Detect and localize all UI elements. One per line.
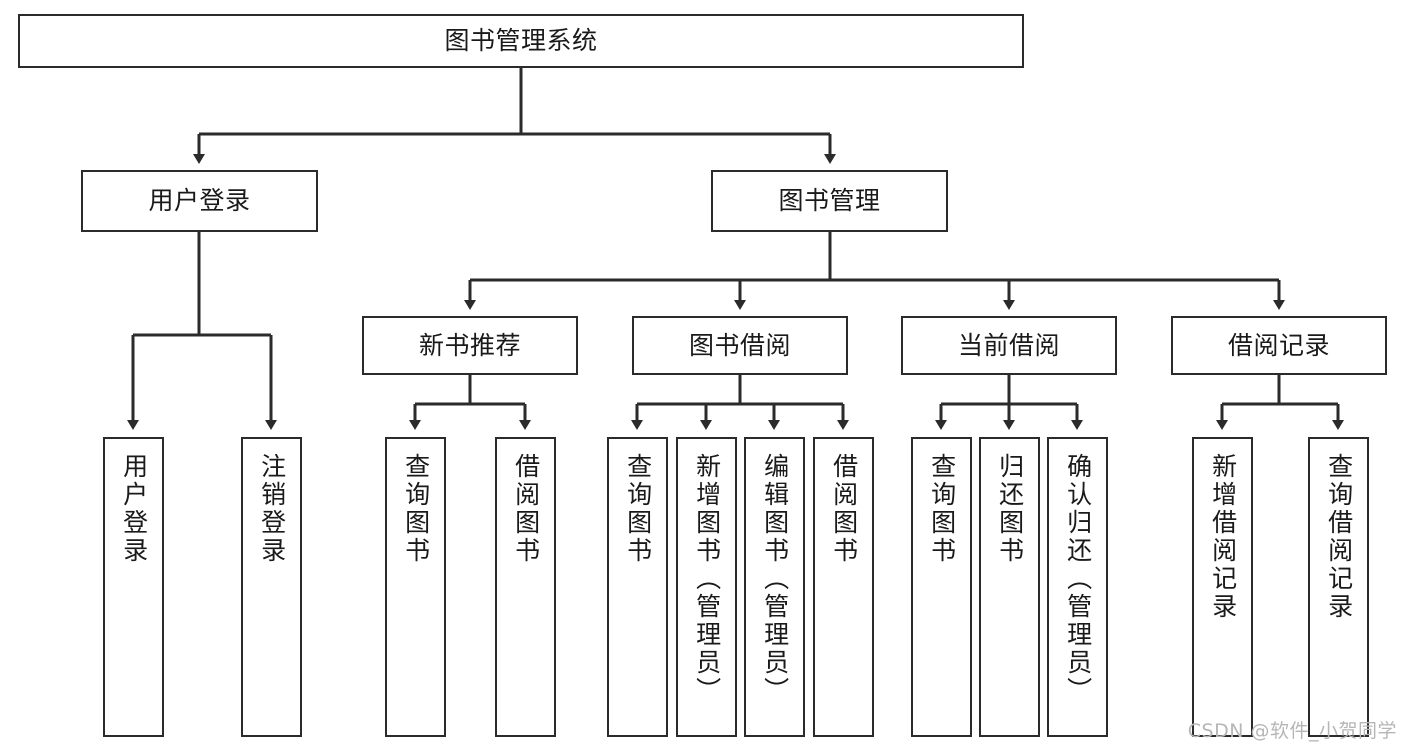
leaf-node-logout-label: 注销登录 <box>257 453 287 565</box>
node-new-book-rec-label: 新书推荐 <box>418 330 521 360</box>
node-book-borrow-label: 图书借阅 <box>688 330 791 360</box>
leaf-node-borrow-book-2-label: 借阅图书 <box>829 453 859 565</box>
leaf-node-query-book-1[interactable]: 查询图书 <box>385 437 446 737</box>
leaf-node-query-record-label: 查询借阅记录 <box>1324 453 1354 621</box>
leaf-node-query-book-3[interactable]: 查询图书 <box>911 437 972 737</box>
leaf-node-user-login[interactable]: 用户登录 <box>103 437 164 737</box>
leaf-node-add-record-label: 新增借阅记录 <box>1208 453 1238 621</box>
leaf-node-return-book-label: 归还图书 <box>995 453 1025 565</box>
leaf-node-confirm-return-label: 确认归还（管理员） <box>1063 453 1093 705</box>
leaf-node-edit-book[interactable]: 编辑图书（管理员） <box>744 437 805 737</box>
node-book-borrow[interactable]: 图书借阅 <box>632 316 848 375</box>
leaf-node-logout[interactable]: 注销登录 <box>241 437 302 737</box>
node-current-borrow-label: 当前借阅 <box>957 330 1060 360</box>
csdn-watermark: CSDN @软件_小贺同学 <box>1187 720 1397 742</box>
node-user-login-label: 用户登录 <box>148 186 251 216</box>
node-borrow-record-label: 借阅记录 <box>1227 330 1330 360</box>
leaf-node-return-book[interactable]: 归还图书 <box>979 437 1040 737</box>
node-book-manage[interactable]: 图书管理 <box>711 170 948 232</box>
leaf-node-add-record[interactable]: 新增借阅记录 <box>1192 437 1253 737</box>
node-current-borrow[interactable]: 当前借阅 <box>901 316 1117 375</box>
leaf-node-query-book-1-label: 查询图书 <box>401 453 431 565</box>
leaf-node-borrow-book-1-label: 借阅图书 <box>511 453 541 565</box>
node-book-manage-label: 图书管理 <box>778 186 881 216</box>
leaf-node-query-book-2[interactable]: 查询图书 <box>607 437 668 737</box>
node-user-login[interactable]: 用户登录 <box>81 170 318 232</box>
node-borrow-record[interactable]: 借阅记录 <box>1171 316 1387 375</box>
leaf-node-add-book-label: 新增图书（管理员） <box>692 453 722 705</box>
leaf-node-confirm-return[interactable]: 确认归还（管理员） <box>1047 437 1108 737</box>
leaf-node-query-record[interactable]: 查询借阅记录 <box>1308 437 1369 737</box>
leaf-node-edit-book-label: 编辑图书（管理员） <box>760 453 790 705</box>
leaf-node-add-book[interactable]: 新增图书（管理员） <box>676 437 737 737</box>
leaf-node-query-book-3-label: 查询图书 <box>927 453 957 565</box>
leaf-node-borrow-book-2[interactable]: 借阅图书 <box>813 437 874 737</box>
leaf-node-query-book-2-label: 查询图书 <box>623 453 653 565</box>
leaf-node-user-login-label: 用户登录 <box>119 453 149 565</box>
node-root[interactable]: 图书管理系统 <box>18 14 1024 68</box>
node-new-book-rec[interactable]: 新书推荐 <box>362 316 578 375</box>
leaf-node-borrow-book-1[interactable]: 借阅图书 <box>495 437 556 737</box>
node-root-label: 图书管理系统 <box>444 26 598 56</box>
